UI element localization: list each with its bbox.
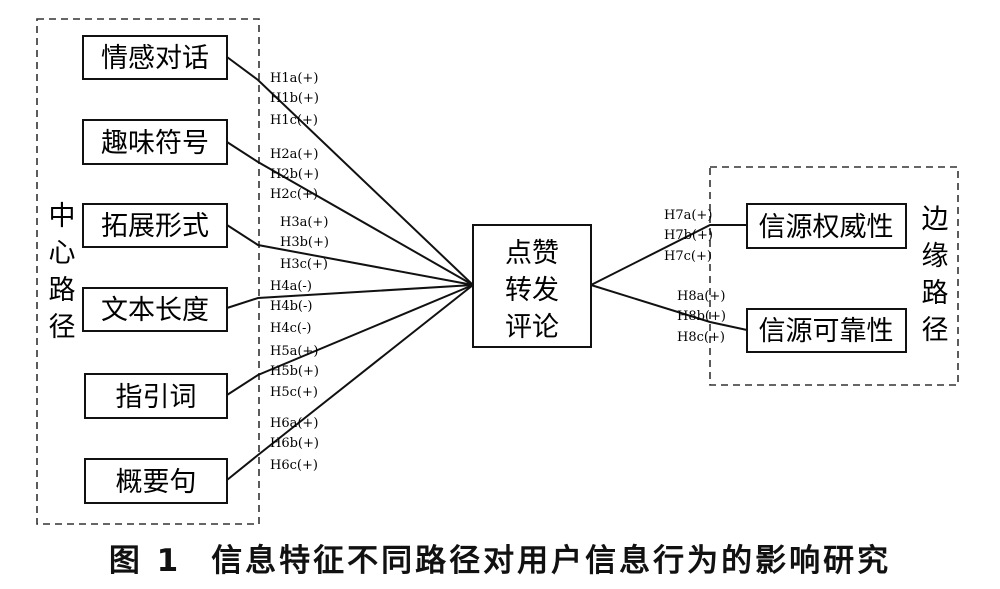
outcome-line-comment: 评论 (505, 312, 559, 343)
outcome-line-forward: 转发 (505, 275, 559, 306)
central-path-char: 径 (49, 312, 76, 343)
feature-box-summary-sentence: 概要句 (84, 458, 228, 504)
hypothesis-label: H8b(+) (677, 309, 726, 324)
figure-caption-text: 信息特征不同路径对用户信息行为的影响研究 (211, 543, 892, 579)
feature-label: 信源可靠性 (759, 316, 894, 347)
hypothesis-label: H3a(+) (280, 215, 328, 230)
feature-label: 文本长度 (101, 295, 209, 326)
hypothesis-label: H6b(+) (270, 436, 319, 451)
peripheral-path-char: 边 (922, 204, 949, 235)
edge-source-authority (590, 224, 747, 286)
feature-box-source-reliability: 信源可靠性 (746, 308, 907, 353)
peripheral-path-char: 缘 (922, 241, 949, 272)
central-path-frame (36, 18, 260, 525)
hypothesis-label: H8c(+) (677, 330, 725, 345)
hypothesis-label: H2a(+) (270, 147, 318, 162)
hypothesis-label: H3b(+) (280, 235, 329, 250)
central-path-char: 中 (49, 201, 76, 232)
hypothesis-label: H5b(+) (270, 364, 319, 379)
hypothesis-label: H7b(+) (664, 228, 713, 243)
hypothesis-label: H8a(+) (677, 289, 725, 304)
hypothesis-label: H5c(+) (270, 385, 318, 400)
outcome-line-like: 点赞 (505, 238, 559, 269)
feature-label: 趣味符号 (101, 128, 209, 159)
edge-summary-sentence (226, 284, 474, 481)
hypothesis-label: H4a(-) (270, 279, 312, 294)
hypothesis-label: H1c(+) (270, 113, 318, 128)
connector-lines (226, 56, 748, 481)
edge-source-reliability (590, 284, 748, 331)
figure-number: 图 1 (108, 543, 182, 579)
hypothesis-label: H7a(+) (664, 208, 712, 223)
feature-box-extended-form: 拓展形式 (82, 203, 228, 248)
edge-text-length (226, 284, 474, 309)
hypothesis-label: H4b(-) (270, 299, 312, 314)
feature-box-guide-words: 指引词 (84, 373, 228, 419)
outcome-box: 点赞 转发 评论 (472, 224, 592, 348)
hypothesis-label: H7c(+) (664, 249, 712, 264)
edge-guide-words (226, 284, 474, 396)
figure-caption: 图 1 信息特征不同路径对用户信息行为的影响研究 (0, 535, 1000, 580)
feature-label: 拓展形式 (101, 211, 209, 242)
feature-label: 信源权威性 (759, 212, 894, 243)
edge-extended-form (226, 224, 474, 286)
peripheral-path-frame (709, 166, 959, 386)
feature-box-emotional-dialogue: 情感对话 (82, 35, 228, 80)
feature-box-fun-symbols: 趣味符号 (82, 119, 228, 165)
feature-box-source-authority: 信源权威性 (746, 203, 907, 249)
edge-emotional-dialogue (226, 56, 474, 286)
hypothesis-labels: H1a(+) H1b(+) H1c(+) H2a(+) H2b(+) H2c(+… (270, 71, 726, 473)
edge-fun-symbols (226, 141, 474, 286)
feature-label: 概要句 (116, 467, 197, 498)
feature-box-text-length: 文本长度 (82, 287, 228, 332)
hypothesis-label: H5a(+) (270, 344, 318, 359)
hypothesis-label: H3c(+) (280, 257, 328, 272)
hypothesis-label: H4c(-) (270, 321, 311, 336)
central-path-char: 心 (49, 238, 76, 269)
hypothesis-label: H1a(+) (270, 71, 318, 86)
hypothesis-label: H2c(+) (270, 187, 318, 202)
hypothesis-label: H6c(+) (270, 458, 318, 473)
peripheral-path-label: 边 缘 路 径 (922, 204, 949, 346)
central-path-char: 路 (49, 275, 76, 306)
peripheral-path-char: 路 (922, 278, 949, 309)
research-model-diagram: 中 心 路 径 边 缘 路 径 情感对话 趣味符号 拓展形式 文本长度 指 (36, 18, 959, 525)
hypothesis-label: H6a(+) (270, 416, 318, 431)
hypothesis-label: H1b(+) (270, 91, 319, 106)
feature-label: 指引词 (116, 382, 197, 413)
peripheral-path-char: 径 (922, 315, 949, 346)
feature-label: 情感对话 (101, 43, 209, 74)
central-path-label: 中 心 路 径 (49, 201, 76, 343)
hypothesis-label: H2b(+) (270, 167, 319, 182)
